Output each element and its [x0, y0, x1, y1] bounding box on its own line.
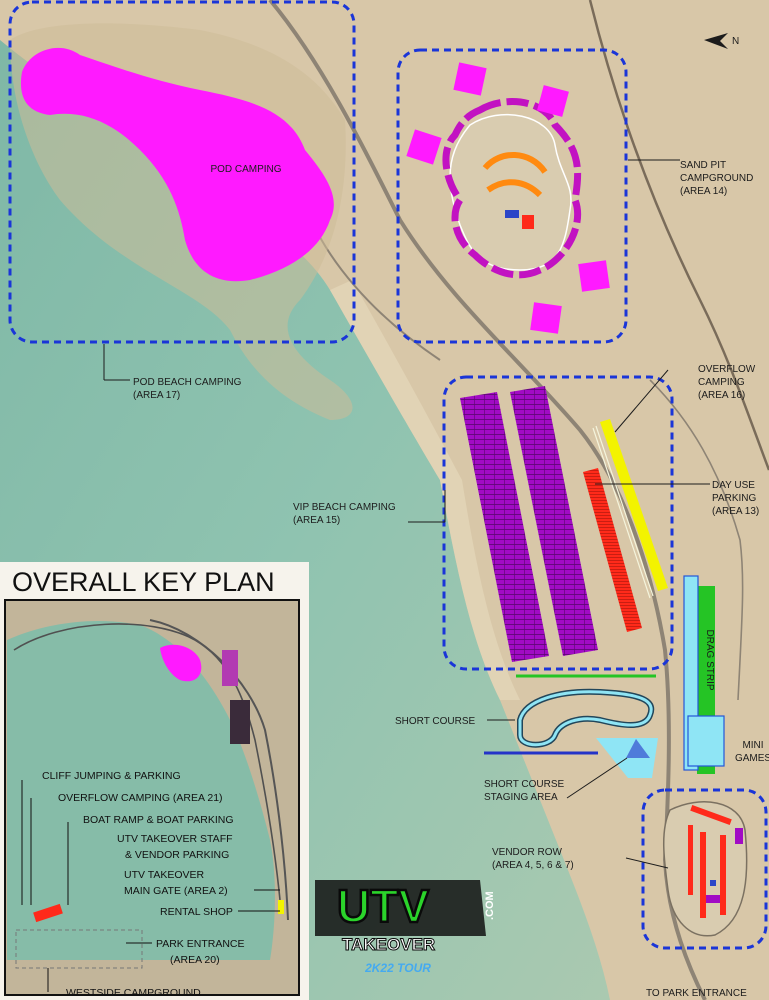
vendor-red-row-3 — [720, 835, 726, 915]
key-cliff-label: CLIFF JUMPING & PARKING — [42, 770, 181, 782]
key-park-label-2: (AREA 20) — [170, 954, 220, 966]
sand-pit-pod-3 — [406, 129, 442, 165]
sand-pit-orange-1 — [482, 152, 548, 174]
key-staff-label-2: & VENDOR PARKING — [125, 849, 229, 861]
vendor-red-row-4 — [688, 825, 693, 895]
north-label: N — [732, 36, 739, 47]
key-park-label-1: PARK ENTRANCE — [156, 938, 245, 950]
key-plan-vip — [230, 700, 250, 744]
sand-pit-red — [522, 215, 534, 229]
vip-block-1 — [460, 392, 549, 662]
pod-camping-area — [20, 47, 334, 282]
sand-pit-pod-2 — [537, 85, 569, 117]
drag-strip-label: DRAG STRIP — [704, 629, 715, 690]
vendor-leader — [625, 857, 669, 869]
key-plan-pod — [160, 644, 202, 682]
vip-boundary — [442, 375, 674, 671]
vendor-boundary — [641, 788, 768, 950]
pod-beach-label-2: (AREA 17) — [133, 390, 180, 401]
day-use-label-2: PARKING — [712, 493, 756, 504]
key-plan-road — [149, 619, 289, 921]
key-rental-label: RENTAL SHOP — [160, 906, 233, 918]
vendor-label-2: (AREA 4, 5, 6 & 7) — [492, 860, 574, 871]
overflow-leader — [614, 369, 669, 433]
logo-backing — [315, 880, 486, 936]
staging-label-2: STAGING AREA — [484, 792, 558, 803]
mini-games-label-2: GAMES — [735, 753, 769, 764]
key-plan-westside — [15, 929, 143, 969]
pod-camping-label: POD CAMPING — [210, 164, 281, 175]
east-road — [649, 379, 744, 701]
key-plan-sea — [7, 620, 275, 960]
north-arrow: N — [704, 33, 739, 49]
north-arrow-icon — [704, 33, 728, 49]
to-park-entrance-label: TO PARK ENTRANCE — [646, 988, 747, 999]
overflow-stripe-2 — [595, 425, 654, 597]
key-plan-inset: OVERALL KEY PLAN CLIFF JUMPING & PARKING… — [0, 562, 309, 1000]
staging-leader — [566, 757, 628, 799]
key-plan-sand-pit — [222, 650, 238, 686]
vip-label-2: (AREA 15) — [293, 515, 340, 526]
overflow-camping — [600, 419, 668, 591]
key-plan-title: OVERALL KEY PLAN — [12, 567, 275, 597]
pod-beach-boundary — [8, 0, 356, 344]
vendor-purple-1 — [735, 828, 743, 844]
logo-main-text: UTV — [337, 880, 429, 932]
overflow-label-3: (AREA 16) — [698, 390, 745, 401]
sand-pit-pod-4 — [578, 260, 610, 292]
highway — [588, 0, 769, 471]
pod-beach-label-1: POD BEACH CAMPING — [133, 377, 242, 388]
mini-games-label-1: MINI — [742, 740, 763, 751]
sand-pit-label-1: SAND PIT — [680, 160, 726, 171]
day-use-parking — [583, 468, 642, 632]
key-plan-yellow — [278, 900, 284, 914]
short-course-staging-triangle — [626, 739, 650, 758]
logo-dotcom-text: .COM — [484, 891, 496, 920]
vip-block-2 — [510, 386, 598, 656]
vendor-purple-2 — [706, 895, 720, 903]
sand-pit-label-2: CAMPGROUND — [680, 173, 753, 184]
logo-tour-text: 2K22 TOUR — [364, 961, 431, 975]
sand-pit-magenta-ring — [442, 98, 582, 279]
vendor-red-row-2 — [700, 832, 706, 918]
day-use-label-1: DAY USE — [712, 480, 755, 491]
mini-games-block — [687, 715, 725, 767]
sand-pit-boundary — [396, 48, 628, 344]
vendor-blue — [710, 880, 716, 886]
vip-label-1: VIP BEACH CAMPING — [293, 502, 396, 513]
sand-pit-pod-1 — [453, 62, 487, 96]
key-overflow-label: OVERFLOW CAMPING (AREA 21) — [58, 792, 223, 804]
key-gate-label-1: UTV TAKEOVER — [124, 869, 205, 881]
overflow-label-2: CAMPING — [698, 377, 745, 388]
logo-sub-text: TAKEOVER — [342, 935, 435, 954]
sand-pit-orange-2 — [486, 179, 543, 198]
vendor-label-1: VENDOR ROW — [492, 847, 563, 858]
key-boat-label: BOAT RAMP & BOAT PARKING — [83, 814, 234, 826]
overflow-label-1: OVERFLOW — [698, 364, 756, 375]
utv-takeover-logo: UTV TAKEOVER .COM 2K22 TOUR — [315, 879, 496, 975]
key-westside-label: WESTSIDE CAMPGROUND — [66, 987, 201, 999]
staging-label-1: SHORT COURSE — [484, 779, 565, 790]
key-staff-label-1: UTV TAKEOVER STAFF — [117, 833, 233, 845]
sand-pit-pod-5 — [530, 302, 562, 334]
key-gate-label-2: MAIN GATE (AREA 2) — [124, 885, 228, 897]
sand-pit-label-3: (AREA 14) — [680, 186, 727, 197]
short-course-label: SHORT COURSE — [395, 716, 476, 727]
key-plan-red-zone — [33, 903, 63, 923]
short-course-track-inner — [518, 690, 653, 747]
overflow-stripe-1 — [592, 427, 651, 599]
beach-strip — [330, 280, 520, 700]
vendor-red-row-1 — [690, 804, 732, 826]
sand-pit-blue — [505, 210, 519, 218]
day-use-label-3: (AREA 13) — [712, 506, 759, 517]
